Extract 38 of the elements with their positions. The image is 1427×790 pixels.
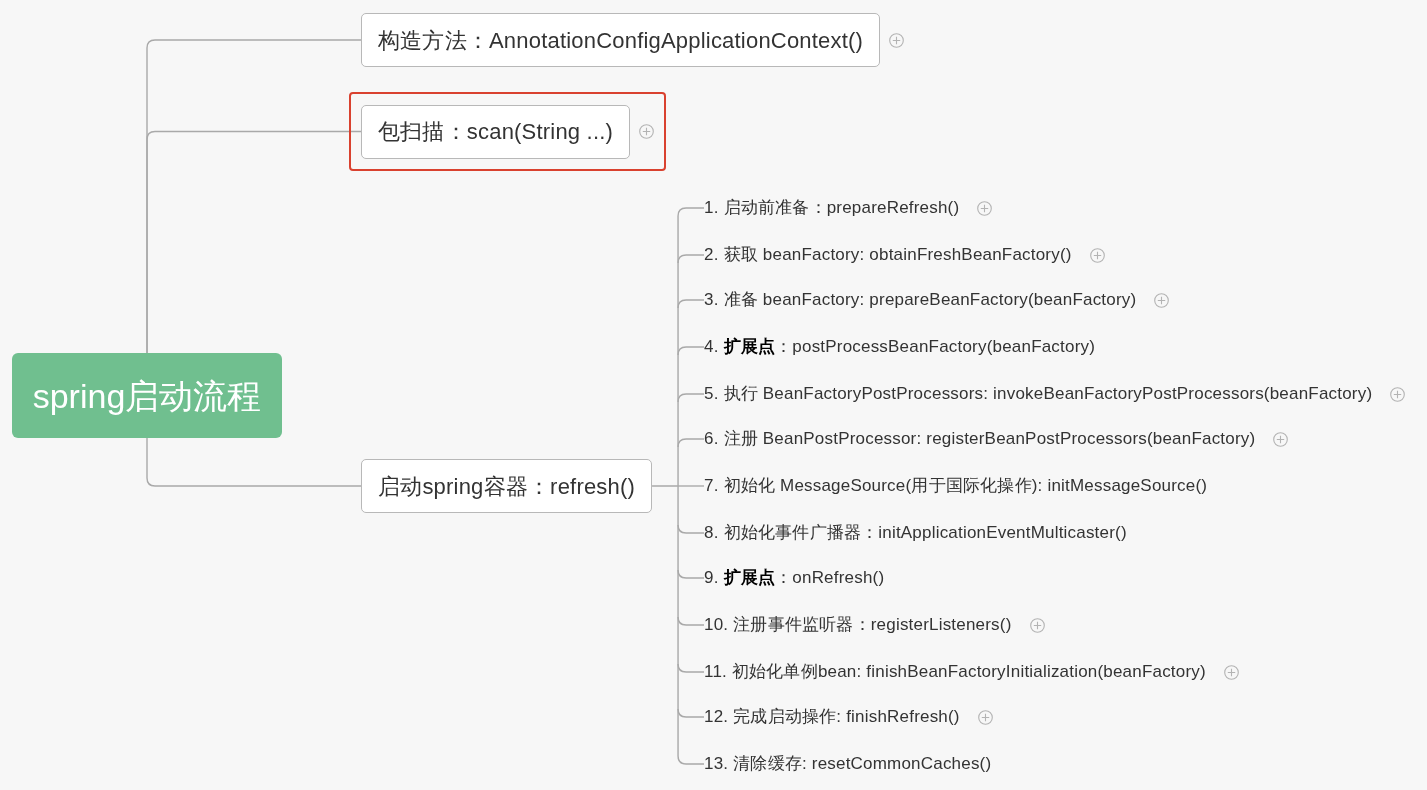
topic-box (361, 459, 653, 513)
step-text: 9. 扩展点：onRefresh() (704, 566, 885, 590)
root-topic-text: spring启动流程 (32, 378, 262, 413)
connector-line (677, 299, 705, 309)
connector-line (677, 524, 705, 534)
connector-line (146, 130, 362, 354)
connector-line (677, 346, 705, 356)
connector-line (677, 616, 705, 626)
connector-line (677, 708, 705, 718)
root-topic-box (12, 353, 282, 438)
topic-box (361, 13, 881, 67)
connector-line (677, 254, 705, 264)
step-text: 4. 扩展点：postProcessBeanFactory(beanFactory) (704, 335, 1096, 359)
step-text: 7. 初始化 MessageSource(用于国际化操作): initMessageSource() (704, 474, 1208, 498)
connector-line (146, 437, 362, 487)
connector-line (677, 207, 705, 217)
step-text: 11. 初始化单例bean: finishBeanFactoryInitialization(beanFactory) (704, 660, 1206, 684)
connector-line (677, 485, 705, 487)
step-text: 8. 初始化事件广播器：initApplicationEventMulticaster() (704, 521, 1127, 545)
step-text: 6. 注册 BeanPostProcessor: registerBeanPostProcessors(beanFactory) (704, 427, 1256, 451)
connector-line (677, 393, 705, 403)
step-text: 3. 准备 beanFactory: prepareBeanFactory(beanFactory) (704, 288, 1137, 312)
topic-text: 启动spring容器：refresh() (378, 472, 636, 501)
topic-box (361, 104, 631, 159)
topic-text: 包扫描：scan(String ...) (378, 118, 614, 146)
connector-line (677, 438, 705, 448)
step-text: 2. 获取 beanFactory: obtainFreshBeanFactory() (704, 243, 1072, 267)
step-text: 12. 完成启动操作: finishRefresh() (704, 705, 960, 729)
connector-line (651, 215, 679, 757)
step-text: 1. 启动前准备：prepareRefresh() (704, 196, 960, 220)
connector-line (677, 755, 705, 765)
step-text: 13. 清除缓存: resetCommonCaches() (704, 752, 992, 776)
step-text: 5. 执行 BeanFactoryPostProcessors: invokeBeanFactoryPostProcessors(beanFactory) (704, 382, 1373, 406)
connector-line (677, 569, 705, 579)
topic-text: 构造方法：AnnotationConfigApplicationContext() (378, 26, 864, 55)
connector-line (677, 663, 705, 673)
step-text: 10. 注册事件监听器：registerListeners() (704, 613, 1012, 637)
highlight-frame (349, 92, 666, 171)
